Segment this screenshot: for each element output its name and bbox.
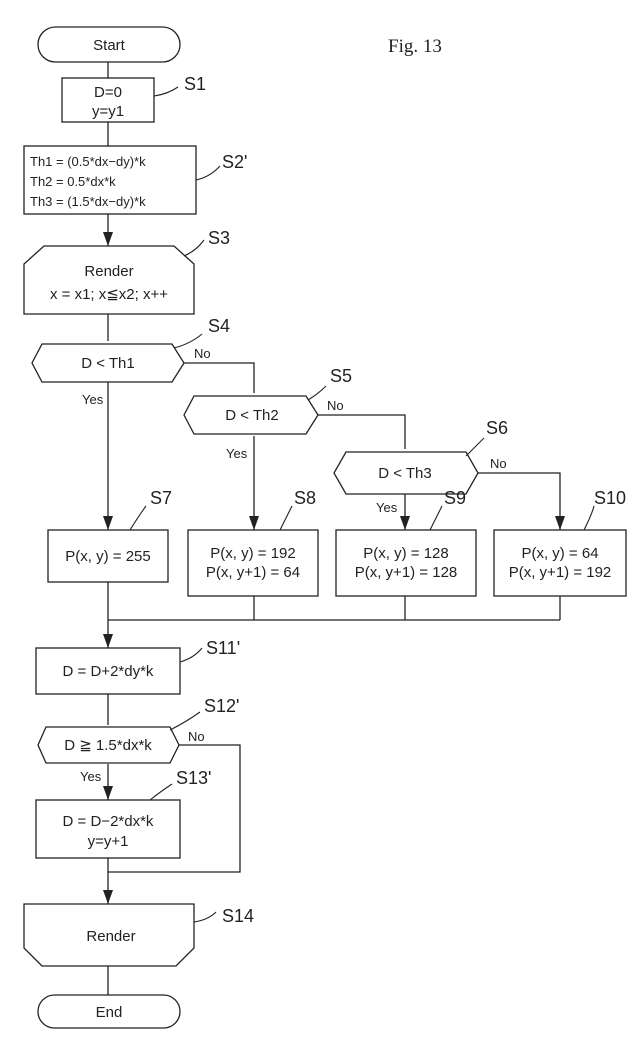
s11-text: D = D+2*dy*k	[63, 663, 154, 680]
s9-line-1: P(x, y) = 128	[363, 545, 448, 562]
step-label-s3: S3	[208, 228, 230, 248]
step-s10-box: P(x, y) = 64 P(x, y+1) = 192	[494, 530, 626, 596]
step-s3-loop-start: Render x = x1; x≦x2; x++	[24, 246, 194, 314]
step-label-s1: S1	[184, 74, 206, 94]
step-s11-box: D = D+2*dy*k	[36, 648, 180, 694]
s8-line-2: P(x, y+1) = 64	[206, 564, 300, 581]
s6-no-label: No	[490, 456, 507, 471]
figure-title: Fig. 13	[388, 36, 442, 57]
s13-line-1: D = D−2*dx*k	[63, 813, 154, 830]
start-terminal: Start	[38, 27, 180, 62]
s5-yes-label: Yes	[226, 446, 248, 461]
end-label: End	[96, 1004, 123, 1021]
step-label-s4: S4	[208, 316, 230, 336]
s14-text: Render	[86, 928, 135, 945]
s2-line-3: Th3 = (1.5*dx−dy)*k	[30, 194, 146, 209]
step-label-s7: S7	[150, 488, 172, 508]
end-terminal: End	[38, 995, 180, 1028]
step-s14-loop-end: Render	[24, 904, 194, 966]
step-label-s2: S2'	[222, 152, 247, 172]
s4-yes-label: Yes	[82, 392, 104, 407]
step-s5-decision: D < Th2	[184, 396, 318, 434]
step-label-s6: S6	[486, 418, 508, 438]
step-s1-box: D=0 y=y1	[62, 78, 154, 122]
step-label-s12: S12'	[204, 696, 239, 716]
s2-line-2: Th2 = 0.5*dx*k	[30, 174, 116, 189]
s3-line-2: x = x1; x≦x2; x++	[50, 286, 168, 303]
s12-condition: D ≧ 1.5*dx*k	[64, 737, 152, 754]
s4-no-label: No	[194, 346, 211, 361]
step-label-s9: S9	[444, 488, 466, 508]
step-s2-box: Th1 = (0.5*dx−dy)*k Th2 = 0.5*dx*k Th3 =…	[24, 146, 196, 214]
s1-line-2: y=y1	[92, 103, 124, 120]
step-s13-box: D = D−2*dx*k y=y+1	[36, 800, 180, 858]
s13-line-2: y=y+1	[88, 833, 129, 850]
s5-condition: D < Th2	[225, 407, 279, 424]
step-label-s11: S11'	[206, 638, 240, 658]
step-s9-box: P(x, y) = 128 P(x, y+1) = 128	[336, 530, 476, 596]
step-s7-box: P(x, y) = 255	[48, 530, 168, 582]
step-label-s8: S8	[294, 488, 316, 508]
s8-line-1: P(x, y) = 192	[210, 545, 295, 562]
s3-line-1: Render	[84, 263, 133, 280]
s4-condition: D < Th1	[81, 355, 135, 372]
s1-line-1: D=0	[94, 84, 122, 101]
s6-yes-label: Yes	[376, 500, 398, 515]
s6-condition: D < Th3	[378, 465, 432, 482]
s7-text: P(x, y) = 255	[65, 548, 150, 565]
step-label-s13: S13'	[176, 768, 211, 788]
s10-line-1: P(x, y) = 64	[521, 545, 598, 562]
s2-line-1: Th1 = (0.5*dx−dy)*k	[30, 154, 146, 169]
step-label-s10: S10	[594, 488, 626, 508]
step-label-s14: S14	[222, 906, 254, 926]
step-s12-decision: D ≧ 1.5*dx*k	[38, 727, 179, 763]
step-s4-decision: D < Th1	[32, 344, 184, 382]
start-label: Start	[93, 37, 126, 54]
s9-line-2: P(x, y+1) = 128	[355, 564, 458, 581]
s12-no-label: No	[188, 729, 205, 744]
s10-line-2: P(x, y+1) = 192	[509, 564, 612, 581]
step-s8-box: P(x, y) = 192 P(x, y+1) = 64	[188, 530, 318, 596]
step-label-s5: S5	[330, 366, 352, 386]
s5-no-label: No	[327, 398, 344, 413]
s12-yes-label: Yes	[80, 769, 102, 784]
